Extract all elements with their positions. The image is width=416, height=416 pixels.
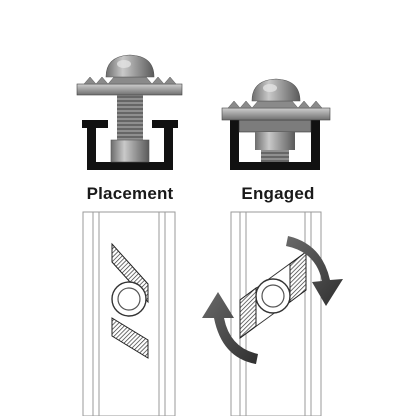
engaged-nut <box>238 119 312 133</box>
placement-top-view <box>82 211 176 416</box>
engaged-side-view <box>221 78 331 170</box>
engaged-washer-top <box>255 278 291 314</box>
washer-plate <box>76 83 183 96</box>
rotate-arrow-clockwise-icon <box>286 236 343 306</box>
channel-nut <box>110 139 150 163</box>
engaged-bolt-top <box>261 284 285 308</box>
channel-flange-left <box>82 120 108 128</box>
engaged-label: Engaged <box>241 184 315 203</box>
placement-bolt-top <box>117 287 141 311</box>
channel-profile <box>87 128 173 170</box>
engaged-flange-serration <box>227 100 323 109</box>
flange-serration <box>83 76 177 85</box>
placement-washer-top <box>111 281 147 317</box>
engaged-nut-core <box>255 132 295 150</box>
bolt-head-highlight <box>117 60 131 68</box>
engaged-top-view <box>230 211 322 416</box>
engaged-bolt-tip <box>261 150 289 162</box>
placement-side-view <box>76 54 183 170</box>
rotate-arrow-counter-icon <box>202 292 258 364</box>
engaged-washer <box>221 107 331 121</box>
channel-flange-right <box>152 120 178 128</box>
placement-label: Placement <box>86 184 174 203</box>
rotate-arrows-icon <box>202 236 343 364</box>
bolt-shank <box>117 92 143 140</box>
engaged-bolt-head-highlight <box>263 84 277 92</box>
